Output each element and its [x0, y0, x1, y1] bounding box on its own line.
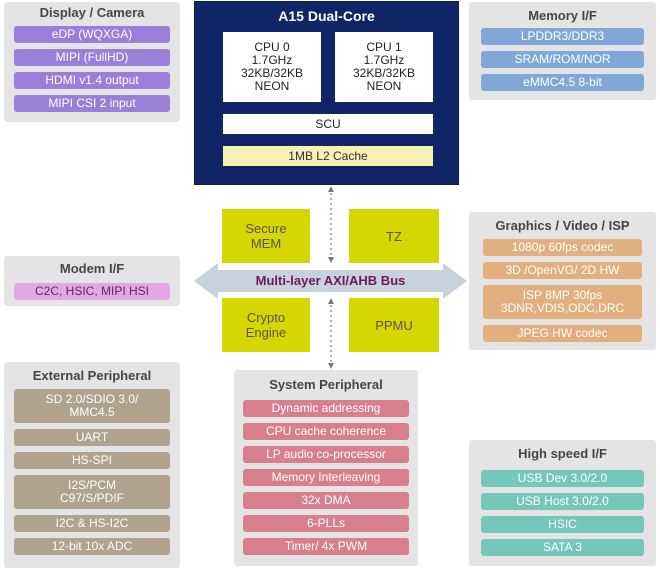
- secure-mem-block: Secure MEM: [222, 209, 310, 263]
- display-item-edp: eDP (WQXGA): [14, 26, 170, 43]
- display-item-csi: MIPI CSI 2 input: [14, 95, 170, 112]
- external-item-uart: UART: [14, 429, 170, 446]
- system-title: System Peripheral: [269, 377, 383, 392]
- ppmu-block: PPMU: [349, 298, 439, 352]
- connector-arrowhead-down-bus: [328, 257, 334, 263]
- modem-title: Modem I/F: [59, 261, 125, 276]
- graphics-item-3d: 3D /OpenVG/ 2D HW: [483, 262, 642, 279]
- memory-item-emmc: eMMC4.5 8-bit: [481, 74, 644, 91]
- cpu1-cache: 32KB/32KB: [352, 66, 416, 80]
- display-camera-title: Display / Camera: [39, 5, 145, 20]
- graphics-title: Graphics / Video / ISP: [495, 218, 630, 233]
- memory-title: Memory I/F: [528, 8, 597, 23]
- modem-panel: Modem I/F C2C, HSIC, MIPI HSI: [4, 256, 180, 306]
- i2s-line1: I2S/PCM: [67, 478, 116, 492]
- cpu1-box: CPU 1 1.7GHz 32KB/32KB NEON: [335, 32, 433, 102]
- external-item-adc: 12-bit 10x ADC: [14, 538, 170, 555]
- display-item-hdmi: HDMI v1.4 output: [14, 72, 170, 89]
- system-item-timer: Timer/ 4x PWM: [243, 538, 409, 555]
- secure-mem-line2: MEM: [250, 236, 282, 251]
- isp-line2: 3DNR,VDIS,ODC,DRC: [500, 301, 625, 315]
- display-item-mipi: MIPI (FullHD): [14, 49, 170, 66]
- cpu0-name: CPU 0: [254, 40, 290, 54]
- cpu0-cache: 32KB/32KB: [240, 66, 304, 80]
- crypto-line2: Engine: [245, 325, 287, 340]
- highspeed-item-hsic: HSIC: [481, 516, 644, 533]
- connector-arrowhead-down: [328, 363, 334, 369]
- core-title: A15 Dual-Core: [278, 8, 375, 24]
- graphics-item-codec: 1080p 60fps codec: [483, 239, 642, 256]
- bus-arrow: [194, 263, 467, 299]
- external-title: External Peripheral: [32, 368, 152, 383]
- crypto-line1: Crypto: [246, 310, 286, 325]
- graphics-item-isp: ISP 8MP 30fps 3DNR,VDIS,ODC,DRC: [483, 285, 642, 319]
- highspeed-title: High speed I/F: [518, 446, 607, 461]
- highspeed-item-sata: SATA 3: [481, 539, 644, 556]
- cpu1-name: CPU 1: [366, 40, 402, 54]
- sd-line2: MMC4.5: [69, 405, 115, 419]
- external-panel: External Peripheral SD 2.0/SDIO 3.0/ MMC…: [4, 362, 180, 568]
- highspeed-panel: High speed I/F USB Dev 3.0/2.0 USB Host …: [469, 440, 656, 566]
- system-panel: System Peripheral Dynamic addressing CPU…: [234, 370, 418, 566]
- isp-line1: ISP 8MP 30fps: [522, 288, 603, 302]
- graphics-item-jpeg: JPEG HW codec: [483, 325, 642, 342]
- cpu1-neon: NEON: [366, 79, 402, 93]
- system-item-dynamic: Dynamic addressing: [243, 400, 409, 417]
- secure-mem-line1: Secure: [245, 221, 287, 236]
- system-item-audio: LP audio co-processor: [243, 446, 409, 463]
- system-item-dma: 32x DMA: [243, 492, 409, 509]
- display-camera-panel: Display / Camera eDP (WQXGA) MIPI (FullH…: [4, 2, 180, 122]
- memory-item-sram: SRAM/ROM/NOR: [481, 51, 644, 68]
- memory-item-lpddr: LPDDR3/DDR3: [481, 28, 644, 45]
- sd-line1: SD 2.0/SDIO 3.0/: [45, 392, 139, 406]
- core-block: A15 Dual-Core CPU 0 1.7GHz 32KB/32KB NEO…: [194, 1, 459, 185]
- crypto-engine-block: Crypto Engine: [222, 298, 310, 352]
- graphics-panel: Graphics / Video / ISP 1080p 60fps codec…: [469, 212, 656, 350]
- cpu1-freq: 1.7GHz: [363, 53, 405, 67]
- system-item-interleave: Memory Interleaving: [243, 469, 409, 486]
- cpu0-neon: NEON: [254, 79, 290, 93]
- tz-block: TZ: [349, 209, 439, 263]
- bus-label: Multi-layer AXI/AHB Bus: [255, 273, 406, 288]
- cpu0-box: CPU 0 1.7GHz 32KB/32KB NEON: [223, 32, 321, 102]
- system-item-pll: 6-PLLs: [243, 515, 409, 532]
- external-item-i2c: I2C & HS-I2C: [14, 515, 170, 532]
- modem-item: C2C, HSIC, MIPI HSI: [14, 283, 170, 300]
- cpu0-freq: 1.7GHz: [251, 53, 293, 67]
- external-item-i2s: I2S/PCM C97/S/PDIF: [14, 475, 170, 509]
- highspeed-item-usbdev: USB Dev 3.0/2.0: [481, 470, 644, 487]
- external-item-sd: SD 2.0/SDIO 3.0/ MMC4.5: [14, 389, 170, 423]
- l2-cache-box: 1MB L2 Cache: [223, 146, 433, 166]
- connector-arrowhead-up: [328, 186, 334, 192]
- external-item-hsspi: HS-SPI: [14, 452, 170, 469]
- highspeed-item-usbhost: USB Host 3.0/2.0: [481, 493, 644, 510]
- system-item-cache: CPU cache coherence: [243, 423, 409, 440]
- i2s-line2: C97/S/PDIF: [59, 491, 125, 505]
- connector-arrowhead-up-bus: [328, 298, 334, 304]
- memory-panel: Memory I/F LPDDR3/DDR3 SRAM/ROM/NOR eMMC…: [469, 2, 656, 100]
- scu-box: SCU: [223, 114, 433, 134]
